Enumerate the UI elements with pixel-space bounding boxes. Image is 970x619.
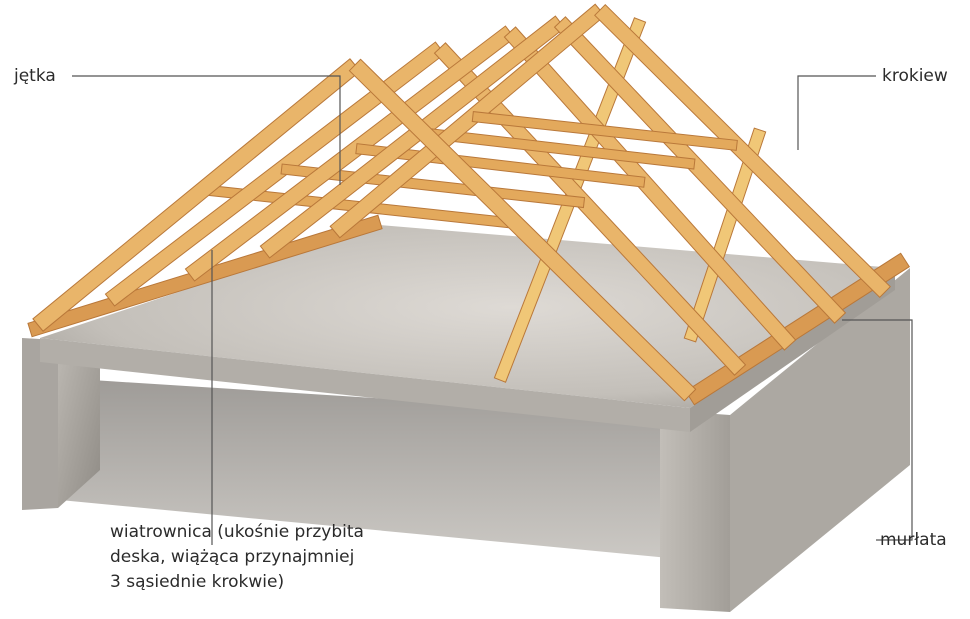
rafter-front-left [32,58,361,332]
wind-brace-side [683,127,767,343]
leader-lines [72,75,913,545]
rafter-right-4 [553,16,847,324]
label-wind-brace-line-2: deska, wiążąca przynajmniej [110,547,355,567]
leader-jetka [72,75,341,185]
collar-beam-5 [471,111,738,151]
rafter-right-5 [594,3,891,299]
timber-frame [27,3,911,406]
rafter-left-4 [259,15,566,259]
label-wind-brace-line-1: wiatrownica (ukośnie przybita [110,522,364,542]
right-wall [660,268,910,612]
slab-underside [60,378,690,560]
leader-krokiew [797,75,876,150]
rafter-left-2 [104,41,446,307]
floor-slab [40,225,895,432]
left-wall [22,338,100,510]
label-rafter: krokiew [882,66,948,86]
rafter-left-5 [329,3,606,239]
label-wall-plate: murłata [880,530,947,550]
rafter-right-3 [503,26,797,351]
label-wind-brace-line-3: 3 sąsiednie krokwie) [110,572,285,592]
label-collar-beam: jętka [14,66,56,86]
rafter-front-right [348,58,697,402]
label-wind-brace: wiatrownica (ukośnie przybita deska, wią… [110,520,364,595]
leader-murlata [842,319,913,541]
wall-plate-left [27,214,383,338]
